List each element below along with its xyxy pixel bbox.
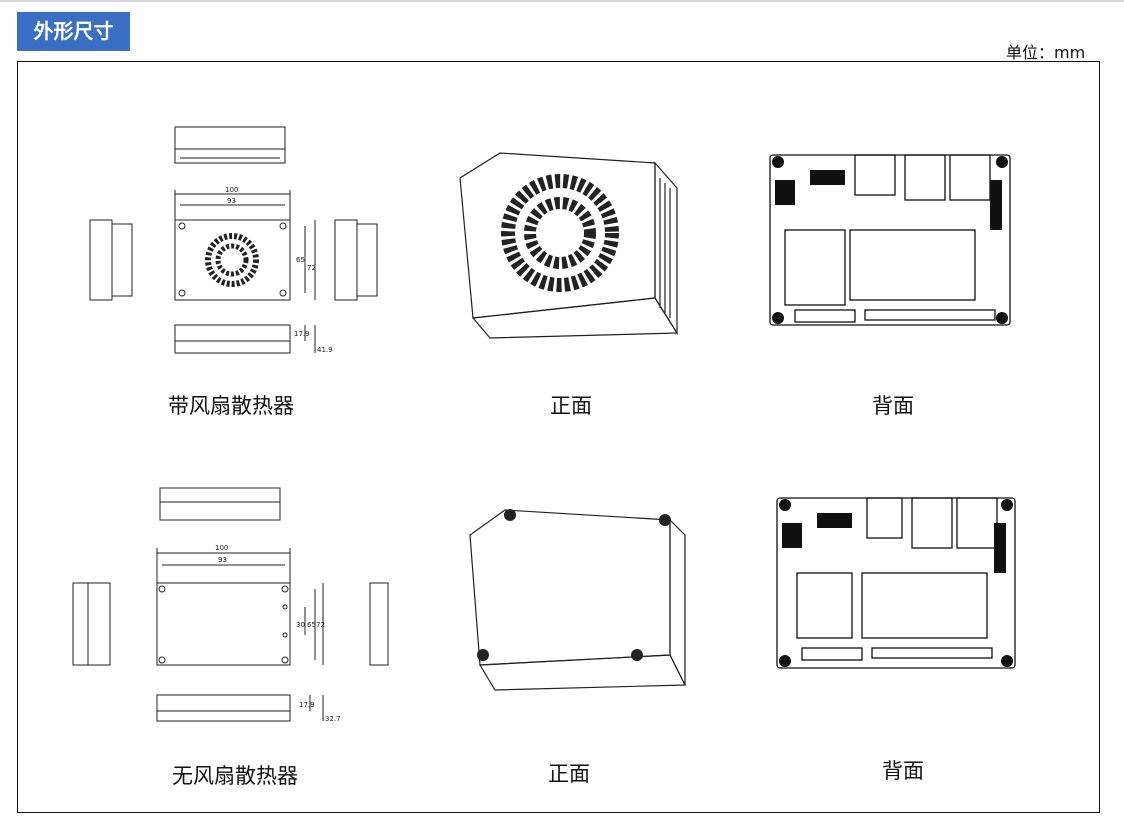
dim-height: 72 — [307, 264, 316, 272]
dim-h-small-2: 17.9 — [299, 701, 315, 709]
caption-back-2: 背面 — [882, 759, 924, 783]
dim-hole-x: 93 — [227, 197, 236, 205]
back-view-fan — [765, 150, 1020, 330]
section-title: 外形尺寸 — [17, 12, 130, 51]
top-divider — [0, 0, 1124, 2]
dim-hole-y: 65 — [296, 256, 305, 264]
drawing-frame — [17, 61, 1100, 813]
caption-fanless-heatsink: 无风扇散热器 — [172, 764, 298, 788]
unit-label: 单位：mm — [1006, 43, 1086, 62]
dim-hole-y-2: 65 — [307, 621, 316, 629]
dim-h-small: 17.9 — [294, 330, 310, 338]
dim-h-total-2: 32.7 — [325, 715, 341, 723]
dim-width-2: 100 — [215, 544, 228, 552]
dim-h-total: 41.9 — [317, 346, 333, 354]
caption-back-1: 背面 — [872, 394, 914, 418]
fanless-heatsink-drawing: 100 93 30 65 72 17.9 32.7 — [65, 485, 400, 740]
front-view-fan — [455, 148, 695, 343]
dim-hole-mid-2: 30 — [296, 621, 305, 629]
dim-height-2: 72 — [316, 621, 325, 629]
caption-front-1: 正面 — [550, 394, 592, 418]
fan-heatsink-drawing: 100 93 65 72 17.9 41.9 — [80, 120, 400, 370]
dim-hole-x-2: 93 — [218, 556, 227, 564]
caption-front-2: 正面 — [548, 762, 590, 786]
dim-width: 100 — [225, 186, 238, 194]
front-view-fanless — [465, 500, 695, 705]
caption-fan-heatsink: 带风扇散热器 — [168, 394, 294, 418]
back-view-fanless — [772, 493, 1022, 673]
